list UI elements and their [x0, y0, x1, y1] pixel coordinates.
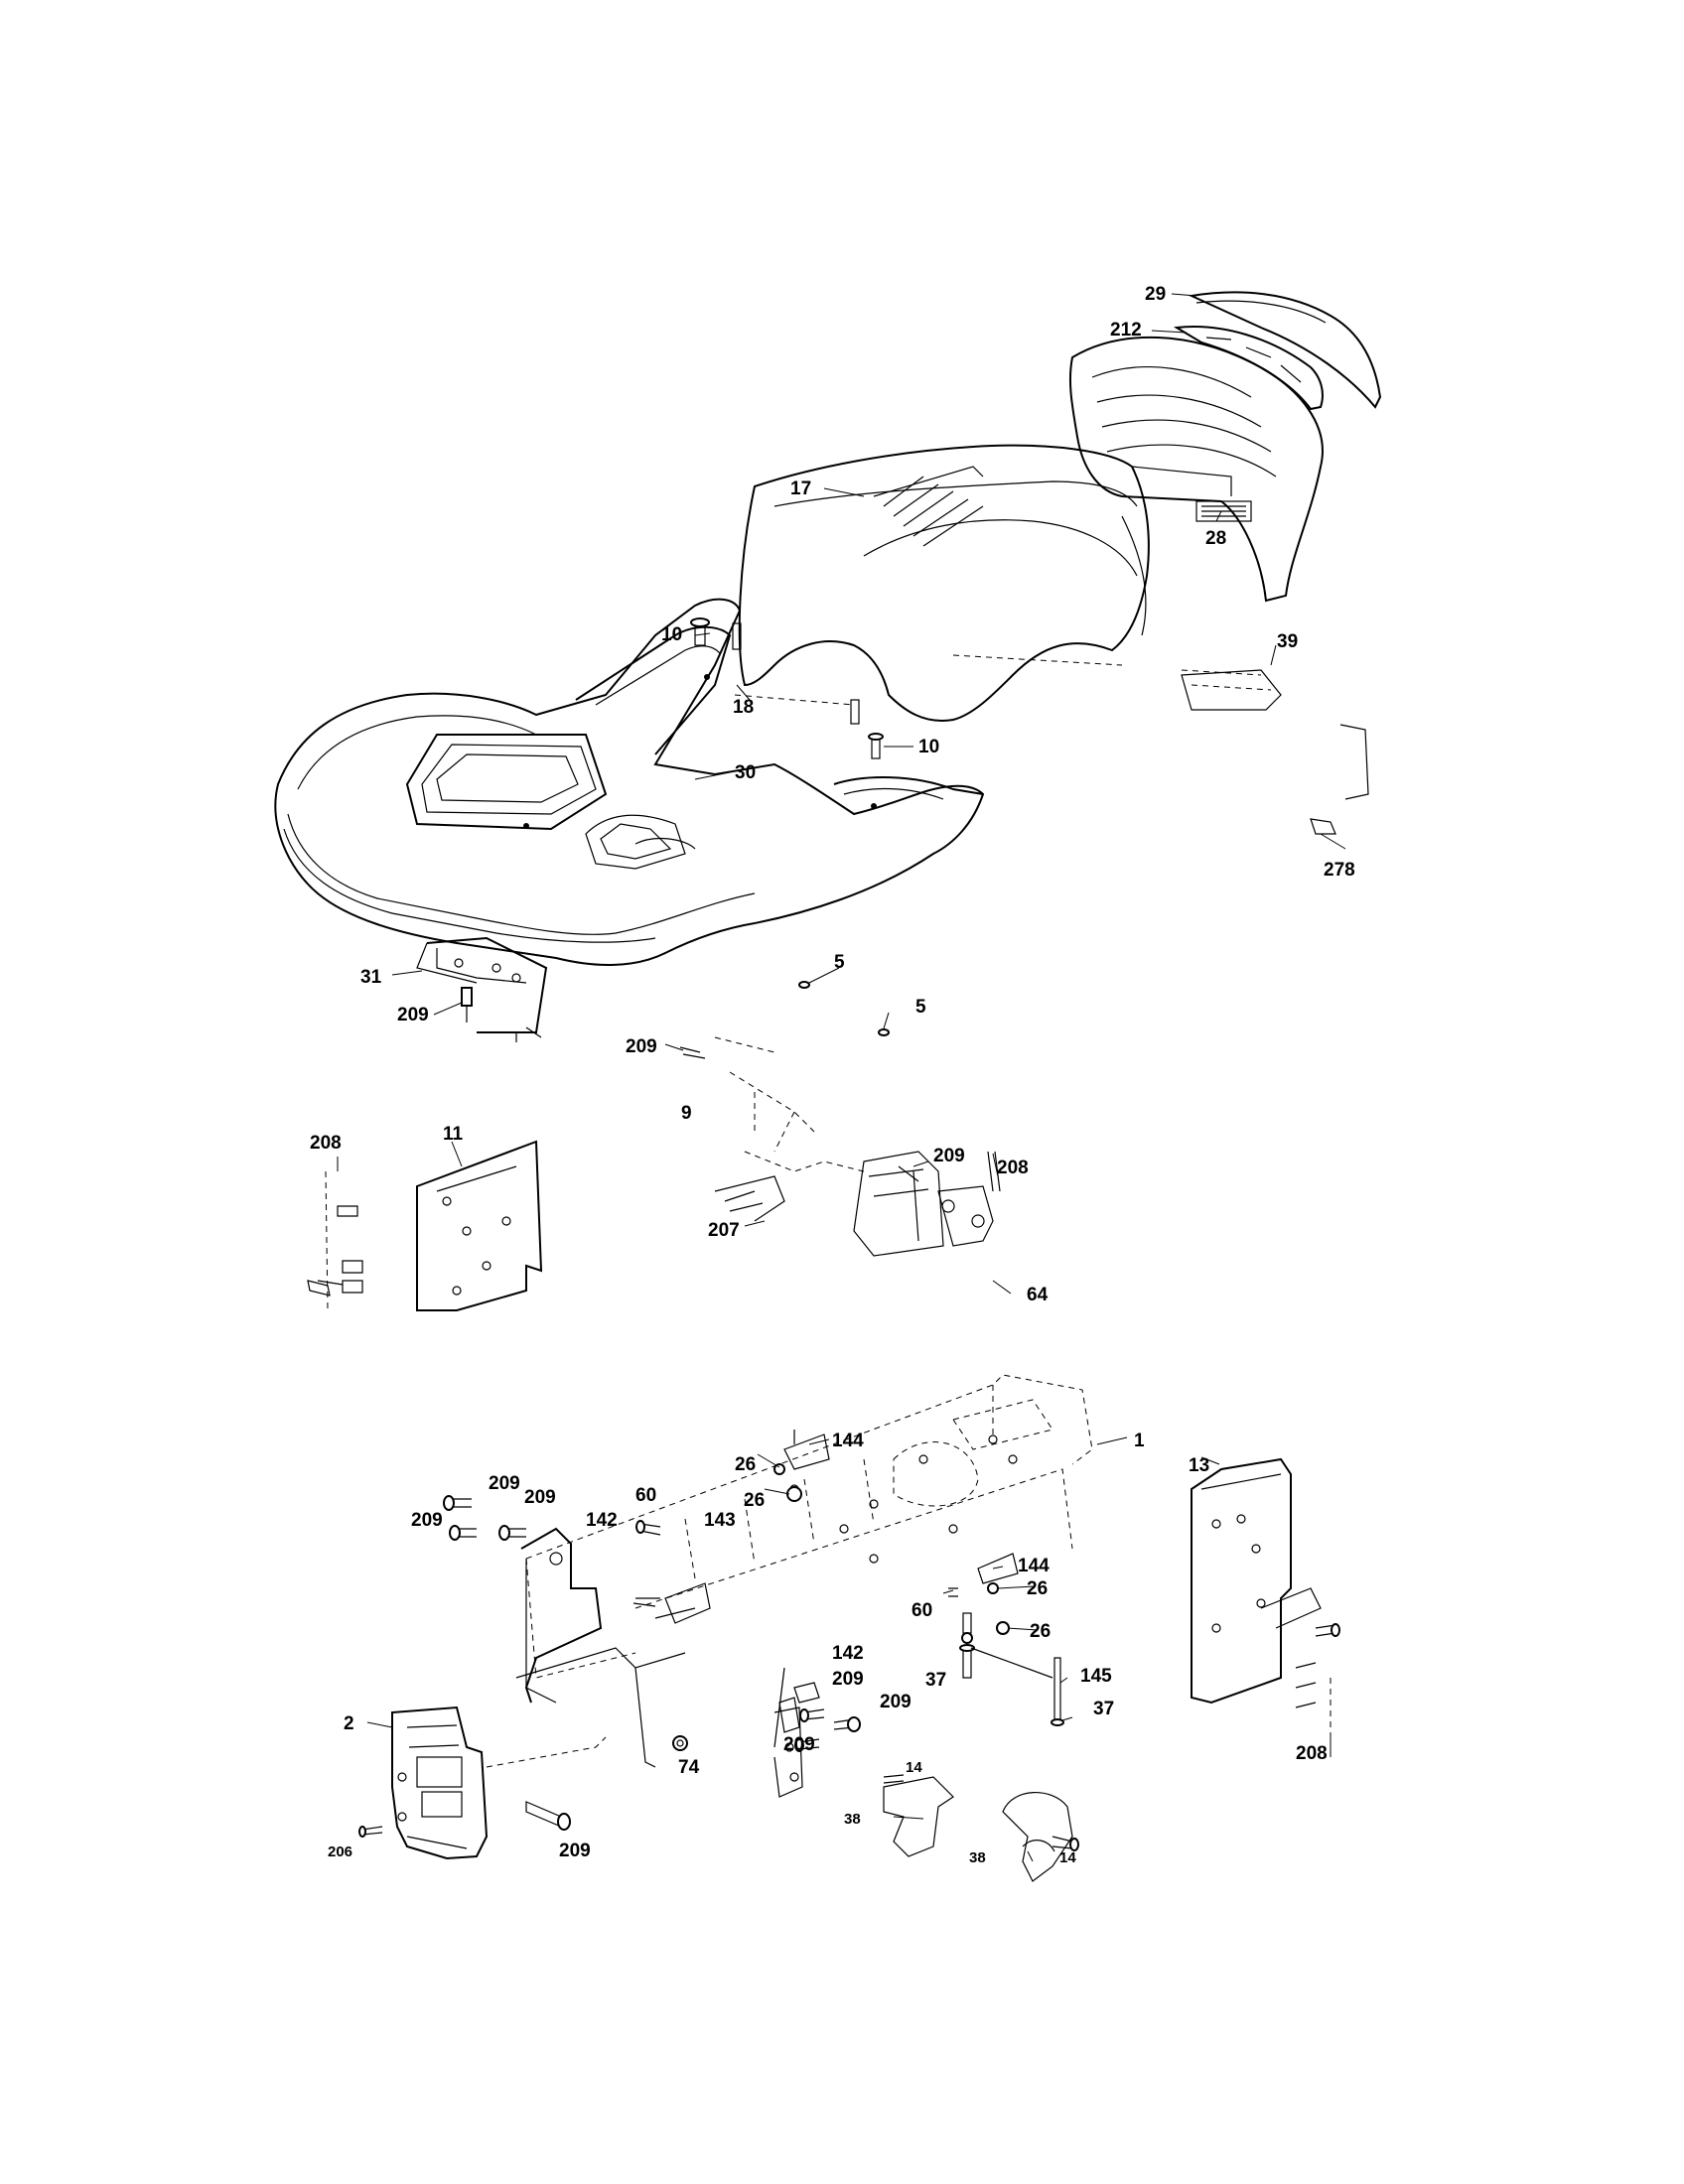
part-label-13: 13 — [1189, 1455, 1209, 1476]
part-label-142-b: 142 — [832, 1643, 864, 1664]
front-brackets — [520, 1527, 803, 1798]
part-label-31: 31 — [360, 967, 382, 988]
part-label-206: 206 — [328, 1843, 352, 1860]
side-plate-11 — [307, 1140, 543, 1311]
tow-brackets — [883, 1774, 1079, 1882]
part-label-208-right: 208 — [1296, 1743, 1328, 1764]
part-label-74: 74 — [678, 1757, 700, 1778]
part-label-26-b: 26 — [744, 1490, 765, 1511]
part-label-209-i: 209 — [783, 1734, 815, 1755]
seat-bracket — [416, 936, 548, 1042]
hood — [738, 444, 1150, 722]
column-support — [679, 981, 1001, 1257]
part-label-209-g: 209 — [832, 1669, 864, 1690]
part-label-209-h: 209 — [880, 1692, 912, 1712]
part-label-5-upper: 5 — [834, 952, 845, 973]
frame-hardware-top — [773, 1430, 830, 1502]
bolts-left — [443, 1495, 661, 1541]
part-label-208-left: 208 — [310, 1133, 342, 1154]
part-label-209-e: 209 — [524, 1487, 556, 1508]
part-label-212: 212 — [1110, 320, 1142, 341]
part-label-64: 64 — [1027, 1285, 1049, 1305]
part-label-26-c: 26 — [1027, 1578, 1048, 1599]
main-frame — [515, 1374, 1093, 1768]
part-label-209-column: 209 — [626, 1036, 657, 1057]
part-label-278: 278 — [1324, 860, 1355, 881]
part-label-208-mid: 208 — [997, 1158, 1029, 1178]
front-bumper-plate — [358, 1706, 607, 1860]
part-label-209-f: 209 — [411, 1510, 443, 1531]
part-label-2: 2 — [344, 1713, 354, 1734]
part-label-5-lower: 5 — [915, 997, 926, 1018]
part-label-10-top: 10 — [661, 624, 682, 645]
front-grille-assembly — [1068, 291, 1382, 603]
rear-plate-13 — [1191, 1457, 1340, 1727]
leader-lines — [337, 293, 1346, 1862]
part-label-26-d: 26 — [1030, 1621, 1051, 1642]
part-label-17: 17 — [790, 478, 811, 499]
part-label-29: 29 — [1145, 284, 1166, 305]
part-label-39: 39 — [1277, 631, 1298, 652]
part-label-14-b: 14 — [1059, 1849, 1076, 1866]
part-label-14-a: 14 — [906, 1759, 922, 1776]
part-label-10-right: 10 — [918, 737, 939, 757]
part-label-142-a: 142 — [586, 1510, 618, 1531]
part-label-38-b: 38 — [969, 1849, 986, 1866]
part-label-145: 145 — [1080, 1666, 1112, 1687]
part-label-30: 30 — [735, 762, 756, 783]
frame-hardware-lower — [672, 1682, 861, 1752]
part-label-209-j: 209 — [559, 1841, 591, 1861]
part-label-38-a: 38 — [844, 1811, 861, 1828]
part-label-60-a: 60 — [635, 1485, 656, 1506]
part-label-37-a: 37 — [925, 1670, 946, 1691]
part-label-209-seat: 209 — [397, 1005, 429, 1025]
part-label-144-top: 144 — [832, 1431, 864, 1451]
part-label-209-mid: 209 — [933, 1146, 965, 1166]
part-label-26-a: 26 — [735, 1454, 756, 1475]
part-label-143: 143 — [704, 1510, 736, 1531]
part-label-209-d: 209 — [489, 1473, 520, 1494]
hood-hardware — [690, 617, 1369, 835]
part-label-18: 18 — [733, 697, 754, 718]
part-label-9: 9 — [681, 1103, 692, 1124]
part-label-144-b: 144 — [1018, 1556, 1050, 1576]
part-label-207: 207 — [708, 1220, 740, 1241]
part-label-1: 1 — [1134, 1431, 1145, 1451]
fender-deck — [274, 598, 985, 966]
part-label-37-b: 37 — [1093, 1699, 1114, 1719]
part-label-11: 11 — [443, 1124, 464, 1145]
part-labels: 29 212 17 28 10 39 18 10 30 278 5 31 5 2… — [310, 284, 1355, 1866]
part-label-60-b: 60 — [912, 1600, 932, 1621]
part-label-28: 28 — [1205, 528, 1226, 549]
